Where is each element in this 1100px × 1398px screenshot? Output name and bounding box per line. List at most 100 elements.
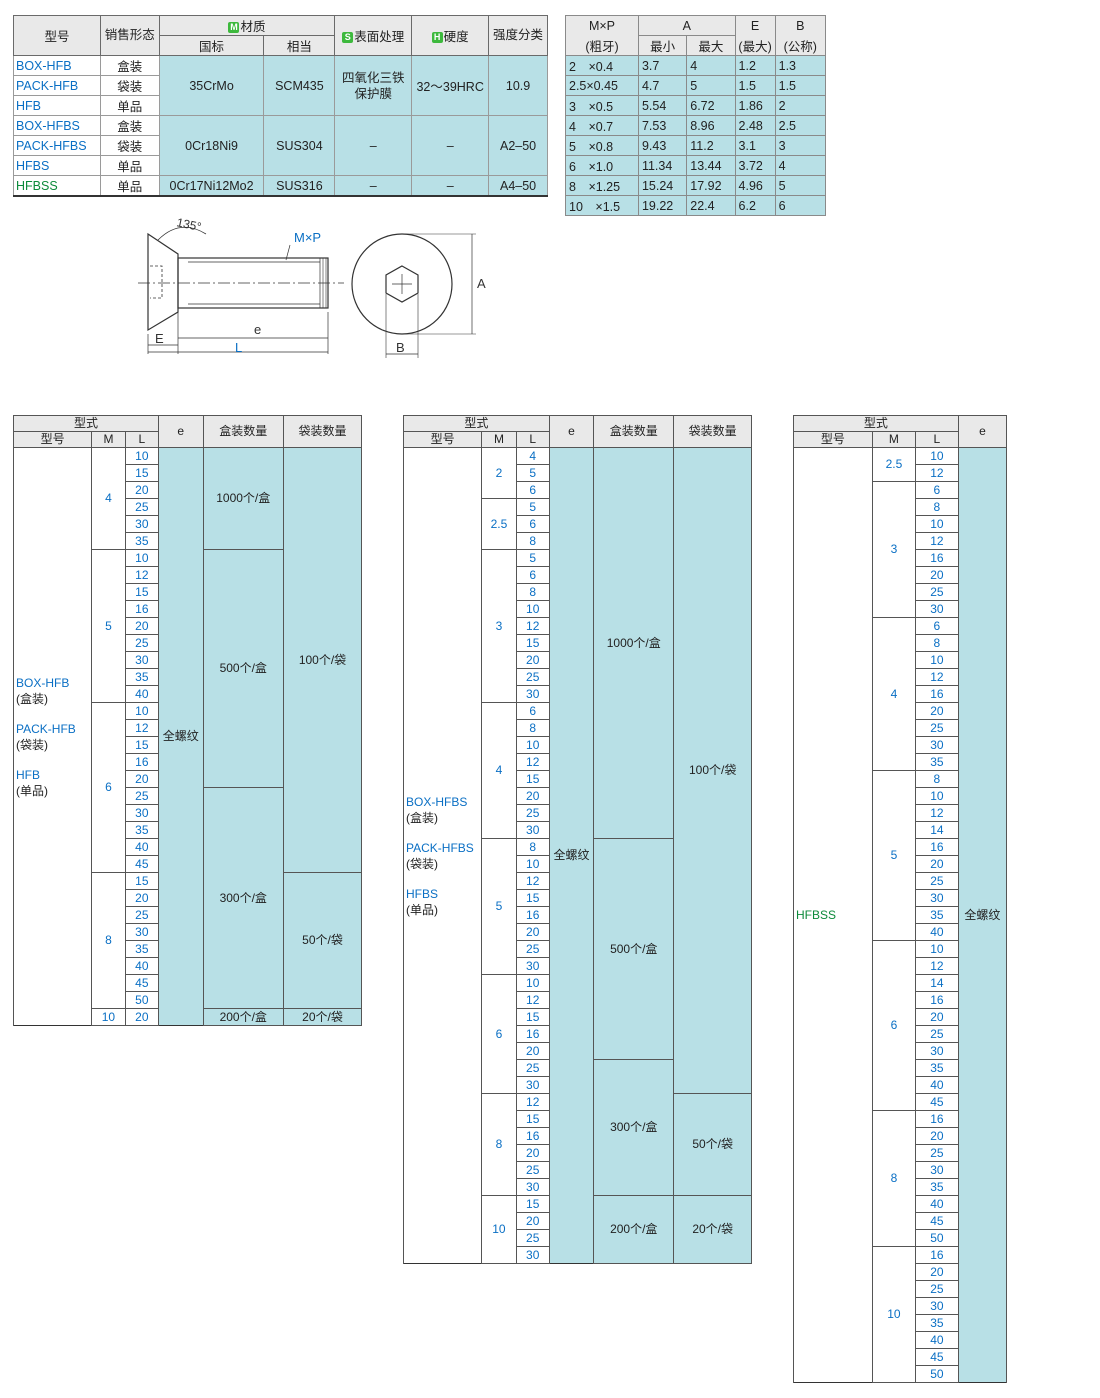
table-row: 30 (404, 957, 752, 975)
table-row: 12 (404, 872, 752, 890)
l-cell: 30 (515, 685, 550, 703)
type-cell: HFBSS (793, 447, 873, 1383)
table-row: 35 (794, 906, 1007, 924)
dimension-cell: 3.7 (637, 55, 688, 76)
l-cell: 20 (515, 1144, 550, 1162)
dimension-cell: 8.96 (686, 115, 736, 136)
dimension-cell: 2 (774, 95, 827, 116)
l-cell: 35 (914, 753, 959, 771)
dimension-cell: 3.72 (734, 155, 776, 176)
table-row: 20 (404, 787, 752, 805)
thread-label: M×P (294, 230, 321, 245)
dimension-cell: 2.5×0.45 (565, 75, 639, 96)
box-qty-cell: 500个/盒 (593, 838, 675, 1060)
m-cell: 10 (481, 1195, 517, 1264)
model-cell: BOX-HFB (13, 55, 101, 76)
l-cell: 45 (914, 1212, 959, 1230)
l-cell: 35 (914, 1059, 959, 1077)
form-cell: 袋装 (99, 75, 160, 96)
l-cell: 6 (515, 515, 550, 533)
l-cell: 12 (914, 668, 959, 686)
type-form: (盒装) (406, 810, 438, 825)
table-row: 40 (794, 1076, 1007, 1094)
form-cell: 盒装 (99, 55, 160, 76)
l-cell: 20 (914, 1127, 959, 1145)
l-cell: 8 (515, 583, 550, 601)
dimension-cell: 1.5 (734, 75, 776, 96)
l-cell: 20 (124, 1008, 160, 1026)
m-cell: 2.5 (481, 498, 517, 550)
l-cell: 25 (124, 787, 160, 805)
e-cell: 全螺纹 (158, 447, 204, 1026)
l-cell: 16 (914, 838, 959, 856)
l-cell: 5 (515, 464, 550, 482)
l-cell: 10 (914, 447, 959, 465)
l-cell: 12 (515, 617, 550, 635)
l-cell: 10 (515, 736, 550, 754)
l-cell: 35 (124, 821, 160, 839)
material-badge-icon: M (228, 22, 240, 33)
table-row: 30 (794, 889, 1007, 907)
col-e-sub: (最大) (734, 35, 776, 56)
table-row: 12 (404, 617, 752, 635)
hardness-cell: 32～39HRC (411, 55, 490, 116)
l-cell: 12 (124, 566, 160, 584)
l-cell: 14 (914, 974, 959, 992)
l-cell: 12 (914, 804, 959, 822)
l-cell: 25 (914, 1025, 959, 1043)
l-cell: 20 (124, 617, 160, 635)
l-cell: 8 (914, 634, 959, 652)
l-cell: 16 (914, 1110, 959, 1128)
l-cell: 15 (515, 634, 550, 652)
dimension-cell: 1.3 (774, 55, 827, 76)
l-cell: 25 (124, 634, 160, 652)
dimension-cell: 2.48 (734, 115, 776, 136)
angle-label: 135° (175, 215, 202, 234)
dimension-cell: 7.53 (637, 115, 688, 136)
form-cell: 单品 (99, 155, 160, 176)
table-row: 15 (404, 1008, 752, 1026)
dimension-cell: 6 ×1.0 (565, 155, 639, 176)
col-model: 型号 (13, 15, 101, 56)
l-cell: 16 (515, 1025, 550, 1043)
dimension-cell: 10 ×1.5 (565, 195, 639, 216)
table-row: 40 (14, 838, 362, 856)
col-model: 型号 (402, 431, 483, 448)
col-a-max: 最大 (686, 35, 736, 56)
model-cell: PACK-HFB (13, 75, 101, 96)
l-cell: 6 (515, 702, 550, 720)
l-cell: 10 (914, 515, 959, 533)
table-row: 20 (14, 889, 362, 907)
B-label: B (396, 340, 405, 355)
l-cell: 6 (515, 566, 550, 584)
l-cell: 20 (515, 1212, 550, 1230)
type-entry: PACK-HFB(袋装) (16, 721, 91, 753)
hardness-badge-icon: H (431, 32, 443, 43)
m-cell: 8 (481, 1093, 517, 1196)
l-cell: 20 (914, 855, 959, 873)
l-cell: 15 (124, 583, 160, 601)
model-cell: PACK-HFBS (13, 135, 101, 156)
l-cell: 25 (914, 1144, 959, 1162)
col-bag-qty: 袋装数量 (283, 415, 362, 448)
l-cell: 15 (124, 872, 160, 890)
l-cell: 16 (914, 991, 959, 1009)
l-cell: 8 (515, 532, 550, 550)
col-m: M (871, 431, 916, 448)
type-form: (袋装) (16, 737, 48, 752)
l-cell: 12 (914, 532, 959, 550)
box-qty-cell: 1000个/盒 (593, 447, 675, 839)
